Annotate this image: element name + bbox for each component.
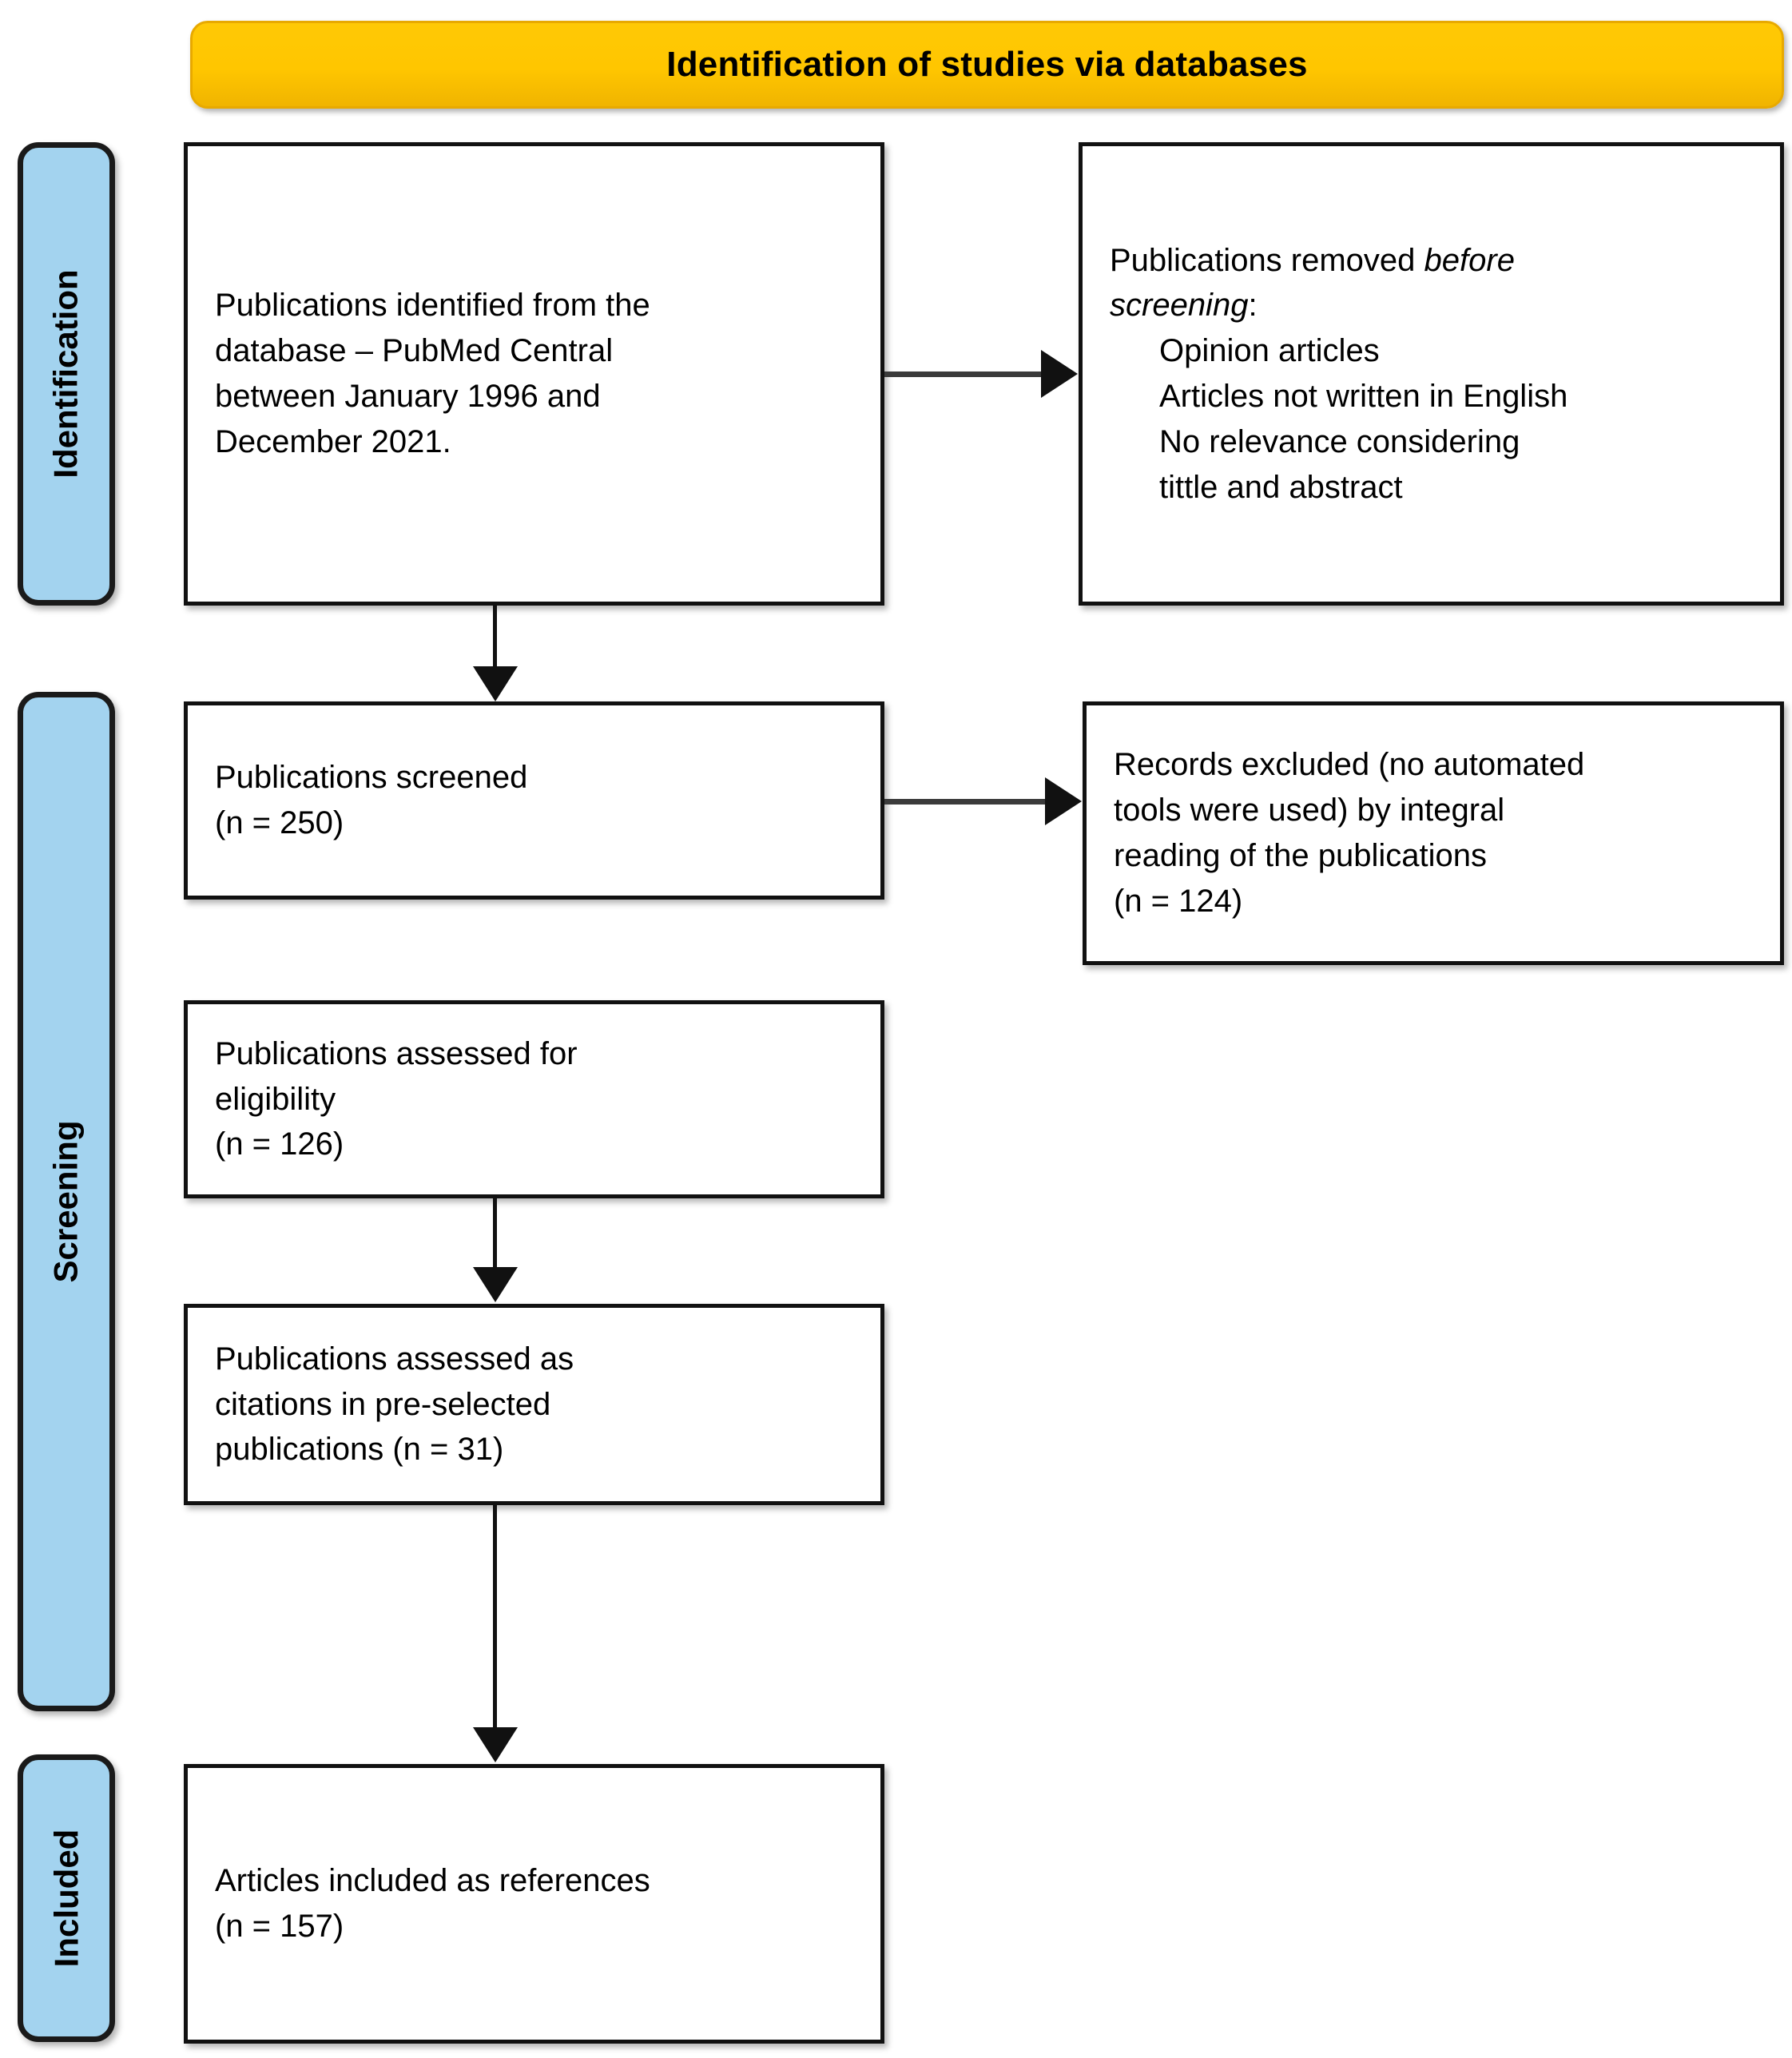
box-removed-lead: Publications removed before (1110, 238, 1753, 284)
box-removed-item1: Opinion articles (1159, 333, 1380, 369)
connector-eligibility-to-citations-line (493, 1198, 497, 1269)
connector-screened-to-excluded-arrow-icon (1045, 777, 1082, 825)
connector-citations-to-included-line (493, 1505, 497, 1729)
connector-identified-to-removed-line (884, 371, 1043, 377)
box-articles-included: Articles included as references (n = 157… (184, 1764, 884, 2044)
box-removed-item2: Articles not written in English (1159, 379, 1568, 414)
box-included-line1: Articles included as references (215, 1863, 650, 1899)
box-removed-lead-italic-a: before (1424, 242, 1515, 278)
box-screened-line1: Publications screened (215, 760, 528, 796)
box-citations-line2: citations in pre-selected (215, 1386, 551, 1422)
connector-citations-to-included-arrow-icon (473, 1727, 518, 1762)
box-identified-line4: December 2021. (215, 423, 451, 459)
box-removed-item3: No relevance considering (1159, 423, 1520, 459)
stage-label-identification: Identification (18, 142, 115, 606)
box-citations-line1: Publications assessed as (215, 1341, 574, 1377)
header-banner: Identification of studies via databases (190, 21, 1784, 109)
box-identified-line1: Publications identified from the (215, 288, 650, 324)
stage-label-identification-text: Identification (47, 269, 85, 479)
banner-title: Identification of studies via databases (666, 45, 1308, 84)
stage-label-screening: Screening (18, 692, 115, 1711)
box-excluded-line3: reading of the publications (1114, 838, 1487, 873)
stage-label-included: Included (18, 1754, 115, 2042)
stage-label-screening-text: Screening (47, 1120, 85, 1283)
box-eligibility-line1: Publications assessed for (215, 1035, 578, 1071)
box-excluded-count: (n = 124) (1114, 883, 1243, 919)
box-assessed-eligibility: Publications assessed for eligibility (n… (184, 1000, 884, 1198)
box-excluded-line2: tools were used) by integral (1114, 793, 1505, 828)
box-removed-lead-plain: Publications removed (1110, 242, 1424, 278)
stage-label-included-text: Included (47, 1829, 85, 1968)
box-records-excluded: Records excluded (no automated tools wer… (1083, 701, 1784, 965)
box-publications-removed: Publications removed before screening: O… (1079, 142, 1784, 606)
box-excluded-line1: Records excluded (no automated (1114, 747, 1585, 783)
box-removed-item4: tittle and abstract (1159, 469, 1403, 505)
box-assessed-citations: Publications assessed as citations in pr… (184, 1304, 884, 1505)
connector-screened-to-excluded-line (884, 799, 1047, 805)
box-publications-screened: Publications screened (n = 250) (184, 701, 884, 900)
box-eligibility-count: (n = 126) (215, 1126, 344, 1162)
connector-identified-to-screened-arrow-icon (473, 666, 518, 701)
box-screened-count: (n = 250) (215, 805, 344, 840)
box-citations-line3: publications (n = 31) (215, 1432, 504, 1468)
box-eligibility-line2: eligibility (215, 1081, 336, 1117)
connector-eligibility-to-citations-arrow-icon (473, 1267, 518, 1302)
connector-identified-to-screened-line (493, 606, 497, 668)
connector-identified-to-removed-arrow-icon (1041, 350, 1078, 398)
box-included-count: (n = 157) (215, 1909, 344, 1944)
box-removed-lead-colon: : (1248, 288, 1258, 324)
box-publications-identified: Publications identified from the databas… (184, 142, 884, 606)
box-identified-line3: between January 1996 and (215, 379, 601, 414)
box-removed-lead2: screening: (1110, 283, 1753, 328)
box-identified-line2: database – PubMed Central (215, 333, 614, 369)
box-removed-lead-italic-b: screening (1110, 288, 1249, 324)
